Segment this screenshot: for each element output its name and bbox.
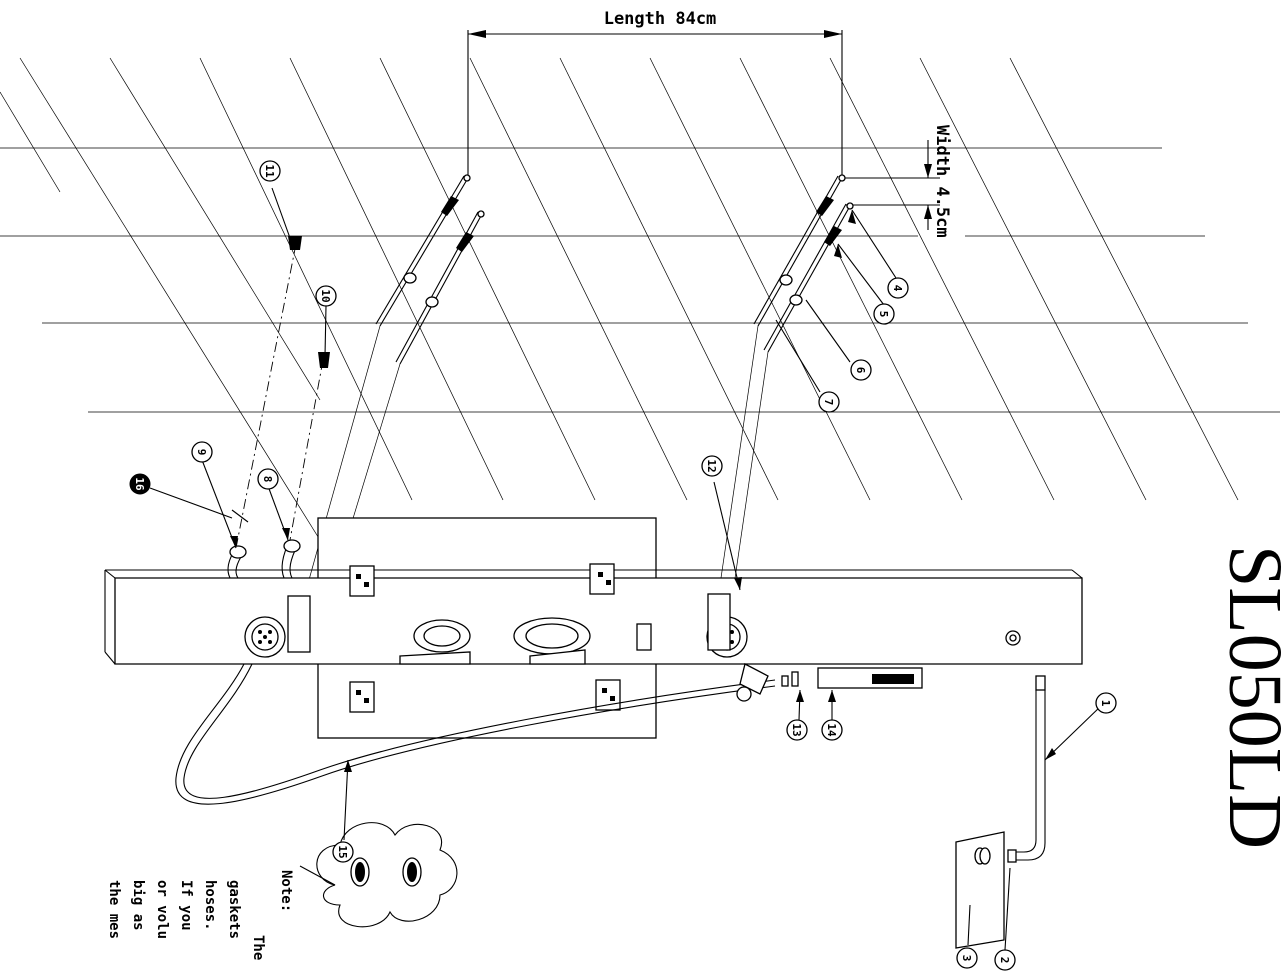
svg-text:8: 8 — [261, 476, 274, 483]
svg-text:13: 13 — [790, 723, 803, 736]
hand-shower — [736, 663, 923, 702]
svg-text:1: 1 — [1099, 700, 1112, 707]
callout-8: 8 — [257, 468, 279, 490]
callout-leaders — [149, 187, 1103, 951]
note-line-1: The — [250, 935, 266, 960]
svg-text:2: 2 — [998, 957, 1011, 964]
length-dimension: Length 84cm — [467, 9, 843, 175]
note-cloud — [299, 822, 458, 928]
shower-head-plate — [955, 831, 1005, 949]
model-number: SL050LD — [1213, 545, 1285, 849]
callout-16: 16 — [129, 473, 151, 495]
note-line-4: If you — [178, 880, 194, 931]
control-knob-right — [513, 617, 591, 665]
body-jet-left — [244, 595, 311, 658]
svg-text:12: 12 — [705, 459, 718, 472]
indicator-slot — [636, 623, 652, 651]
callout-10: 10 — [315, 285, 337, 307]
shower-panel — [104, 517, 1083, 739]
wall-hatching — [0, 57, 1280, 541]
svg-text:15: 15 — [336, 845, 349, 858]
svg-text:4: 4 — [891, 285, 904, 292]
svg-text:3: 3 — [960, 955, 973, 962]
width-dimension: Width 4.5cm — [842, 125, 952, 238]
callout-3: 3 — [956, 947, 978, 969]
note-heading: Note: — [278, 870, 294, 912]
callout-7: 7 — [818, 391, 840, 413]
svg-text:9: 9 — [195, 449, 208, 456]
callout-11: 11 — [259, 160, 281, 182]
note-line-2: gaskets — [226, 880, 242, 939]
length-label: Length 84cm — [604, 9, 717, 29]
callout-15: 15 — [332, 841, 354, 863]
shower-hose — [175, 663, 776, 805]
callout-6: 6 — [850, 359, 872, 381]
callout-1: 1 — [1095, 692, 1117, 714]
note-line-3: hoses. — [202, 880, 218, 931]
note-line-7: the mes — [106, 880, 122, 939]
svg-text:10: 10 — [319, 289, 332, 302]
body-jet-right — [706, 593, 748, 658]
note-line-5: or volu — [154, 880, 170, 939]
svg-text:16: 16 — [133, 477, 146, 491]
note-text: Note: The gaskets hoses. If you or volu … — [106, 870, 294, 960]
inlet-hoses — [227, 509, 301, 579]
svg-text:6: 6 — [854, 367, 867, 374]
svg-text:14: 14 — [825, 723, 838, 737]
mounting-screws — [375, 174, 854, 365]
wall-anchors — [288, 236, 330, 368]
control-knob-left — [399, 619, 471, 665]
note-line-6: big as — [130, 880, 146, 931]
callout-14: 14 — [821, 719, 843, 741]
callouts: 1 2 3 4 5 6 7 8 9 10 11 12 13 14 15 16 — [129, 160, 1117, 971]
callout-4: 4 — [887, 277, 909, 299]
callout-12: 12 — [701, 455, 723, 477]
svg-text:5: 5 — [877, 311, 890, 318]
svg-text:7: 7 — [822, 399, 835, 406]
callout-9: 9 — [191, 441, 213, 463]
shower-arm — [1007, 675, 1046, 863]
svg-text:11: 11 — [263, 164, 276, 178]
callout-13: 13 — [786, 719, 808, 741]
callout-2: 2 — [994, 949, 1016, 971]
callout-5: 5 — [873, 303, 895, 325]
width-label: Width 4.5cm — [932, 125, 952, 238]
